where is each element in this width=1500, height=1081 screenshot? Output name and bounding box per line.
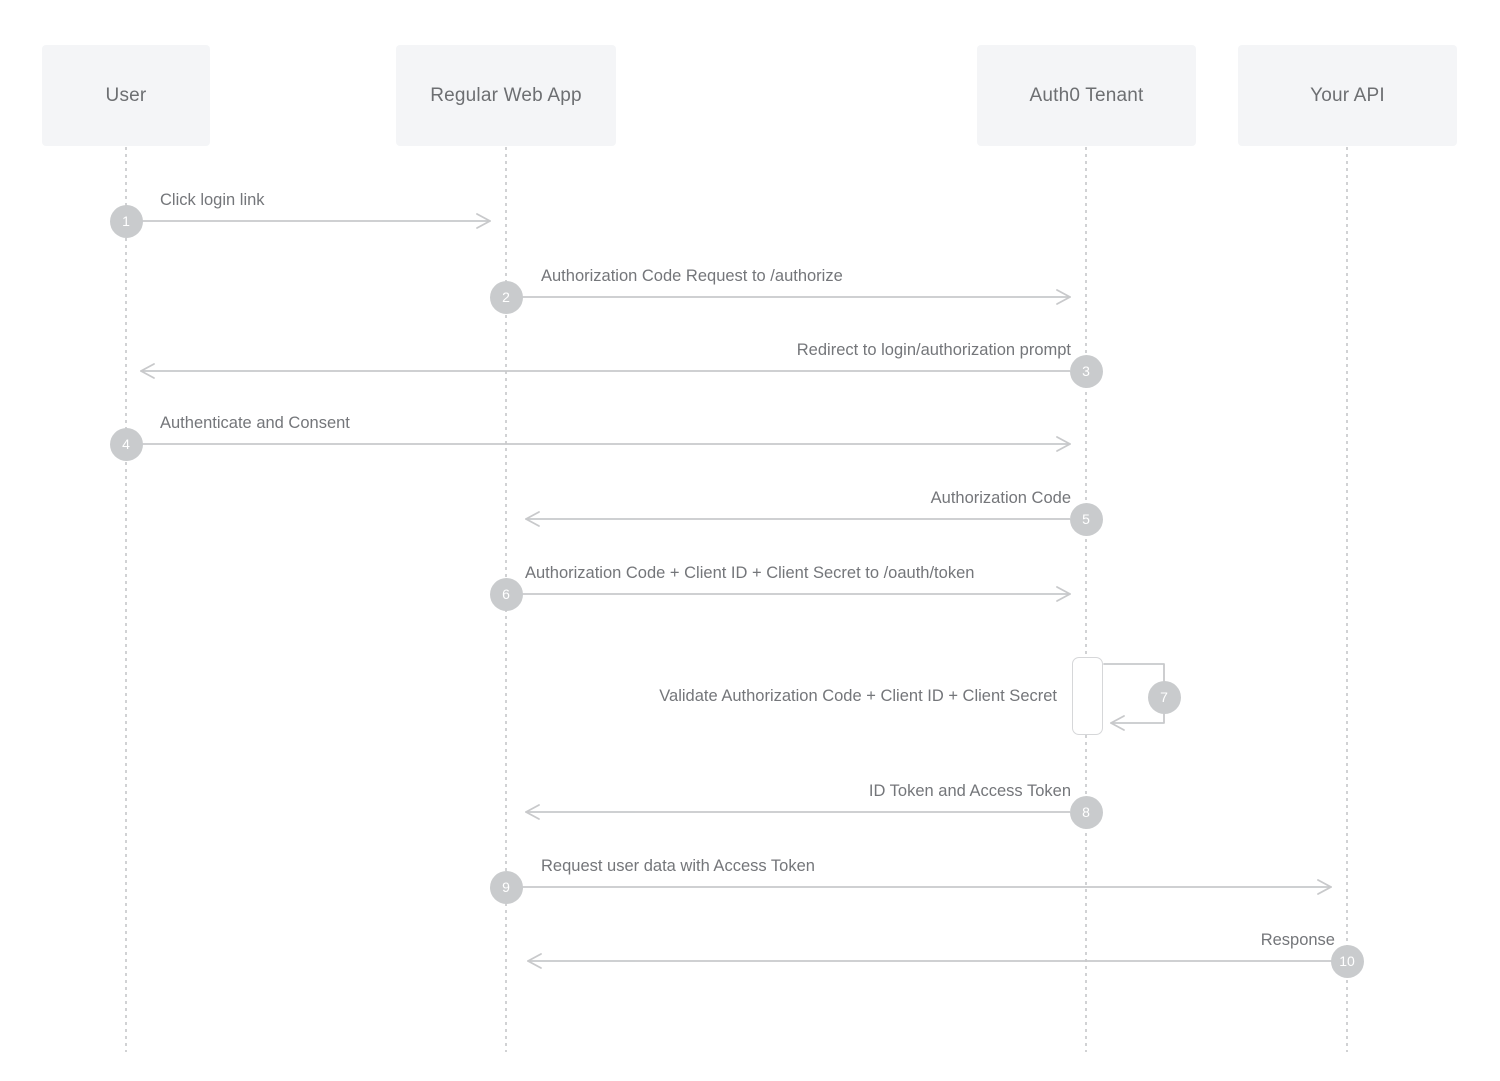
step-8-arrow-left: [525, 804, 1070, 820]
actor-user: User: [42, 45, 210, 146]
step-10-arrow-left: [527, 953, 1332, 969]
step-6-number-badge: 6: [489, 577, 523, 611]
step-3-arrow-left: [140, 363, 1070, 379]
actor-user-label: User: [105, 84, 147, 106]
step-3-label: Redirect to login/authorization prompt: [796, 341, 1071, 359]
actor-regular-web-app-label: Regular Web App: [430, 84, 582, 106]
lifeline-auth0-tenant: [1085, 147, 1087, 1052]
actor-your-api: Your API: [1238, 45, 1457, 146]
lifeline-user: [125, 147, 127, 1052]
actor-auth0-tenant: Auth0 Tenant: [977, 45, 1196, 146]
step-9-number-badge: 9: [489, 870, 523, 904]
step-4-number-badge: 4: [109, 427, 143, 461]
step-4-arrow-right: [142, 436, 1071, 452]
step-8-label: ID Token and Access Token: [868, 782, 1071, 800]
actor-regular-web-app: Regular Web App: [396, 45, 616, 146]
step-2-label: Authorization Code Request to /authorize: [541, 267, 843, 285]
step-2-number-badge: 2: [489, 280, 523, 314]
step-9-label: Request user data with Access Token: [541, 857, 815, 875]
actor-your-api-label: Your API: [1310, 84, 1385, 106]
step-1-number-badge: 1: [109, 204, 143, 238]
step-2-arrow-right: [522, 289, 1071, 305]
step-6-label: Authorization Code + Client ID + Client …: [525, 564, 975, 582]
step-5-arrow-left: [525, 511, 1070, 527]
step-4-label: Authenticate and Consent: [160, 414, 350, 432]
step-9-arrow-right: [522, 879, 1332, 895]
step-8-number-badge: 8: [1069, 795, 1103, 829]
step-7-number-badge: 7: [1147, 680, 1181, 714]
activation-box: [1072, 657, 1103, 735]
step-7-label: Validate Authorization Code + Client ID …: [659, 687, 1057, 705]
step-5-label: Authorization Code: [930, 489, 1071, 507]
step-5-number-badge: 5: [1069, 502, 1103, 536]
step-1-label: Click login link: [160, 191, 265, 209]
step-10-number-badge: 10: [1330, 944, 1364, 978]
step-3-number-badge: 3: [1069, 354, 1103, 388]
step-6-arrow-right: [522, 586, 1071, 602]
lifeline-your-api: [1346, 147, 1348, 1052]
step-10-label: Response: [1260, 931, 1335, 949]
actor-auth0-tenant-label: Auth0 Tenant: [1029, 84, 1144, 106]
step-1-arrow-right: [142, 213, 491, 229]
